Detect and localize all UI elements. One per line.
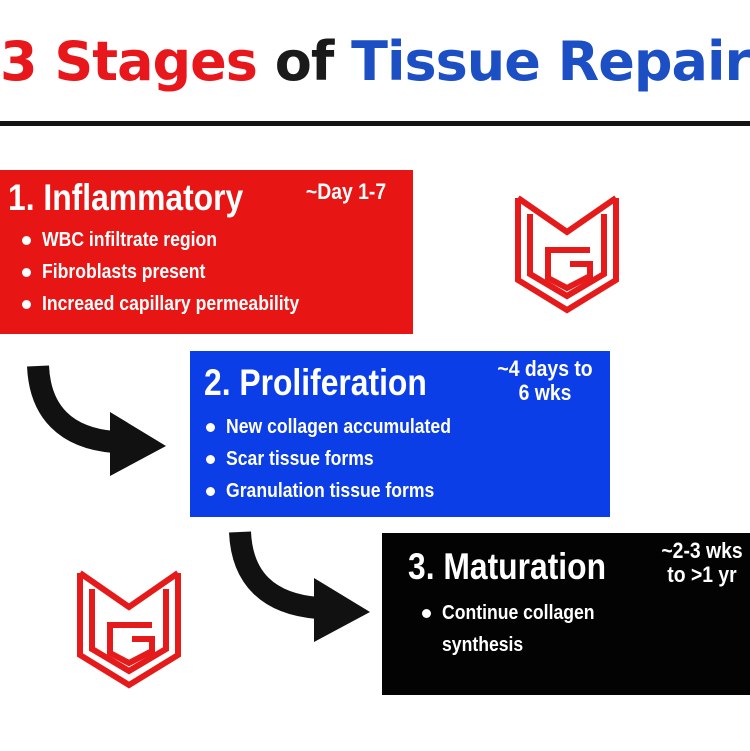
page-title: 3 Stages of Tissue Repair: [0, 22, 750, 102]
stage-title: 1. Inflammatory: [8, 177, 244, 218]
stage-time-line: ~2-3 wks: [661, 538, 743, 563]
stage-time: ~2-3 wks to >1 yr: [660, 539, 744, 587]
stage-time-line: ~4 days to: [497, 356, 593, 381]
curved-arrow-icon: [27, 365, 166, 476]
stage-title: 2. Proliferation: [204, 362, 427, 403]
curved-arrow-icon: [229, 531, 370, 642]
list-item: Continue collagen: [420, 597, 615, 629]
title-part-stages: 3 Stages: [0, 30, 258, 93]
list-item: Scar tissue forms: [204, 443, 482, 475]
list-item: synthesis: [442, 634, 524, 656]
stage-bullet-list: New collagen accumulated Scar tissue for…: [204, 411, 482, 507]
list-item: Fibroblasts present: [20, 256, 334, 288]
list-item: Granulation tissue forms: [204, 475, 482, 507]
stage-inflammatory-box: 1. Inflammatory ~Day 1-7 WBC infiltrate …: [0, 170, 413, 334]
list-item: Increaed capillary permeability: [20, 288, 334, 320]
list-item: WBC infiltrate region: [20, 224, 334, 256]
stage-time-line: to >1 yr: [667, 562, 737, 587]
stage-maturation-box: 3. Maturation ~2-3 wks to >1 yr Continue…: [382, 533, 750, 695]
list-item: New collagen accumulated: [204, 411, 482, 443]
stage-title: 3. Maturation: [408, 546, 607, 587]
mg-logo-icon: [515, 195, 619, 314]
title-part-of: of: [274, 30, 335, 93]
mg-logo-icon: [77, 570, 181, 689]
stage-proliferation-box: 2. Proliferation ~4 days to 6 wks New co…: [190, 351, 610, 517]
stage-time: ~4 days to 6 wks: [488, 357, 602, 405]
stage-bullet-list: Continue collagen synthesis: [420, 597, 615, 661]
stage-bullet-list: WBC infiltrate region Fibroblasts presen…: [20, 224, 334, 320]
stage-time-line: 6 wks: [518, 380, 572, 405]
stage-time-line: ~Day 1-7: [305, 179, 387, 204]
title-divider: [0, 121, 750, 126]
title-part-tissue-repair: Tissue Repair: [351, 30, 750, 93]
stage-time: ~Day 1-7: [293, 180, 399, 204]
